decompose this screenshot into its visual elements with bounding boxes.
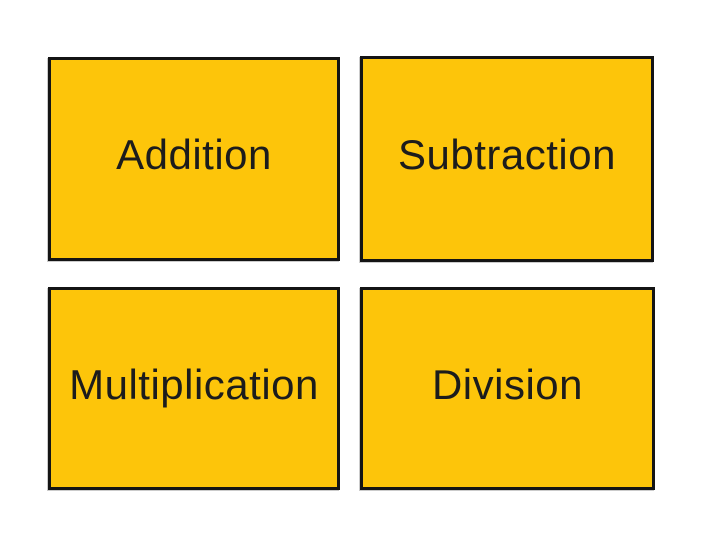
- flashcard-addition-label: Addition: [116, 131, 272, 178]
- flashcard-multiplication: Multiplication: [48, 287, 340, 490]
- flashcard-multiplication-label: Multiplication: [69, 360, 319, 408]
- flashcard-addition: Addition: [48, 57, 340, 261]
- flashcard-subtraction-label: Subtraction: [398, 131, 616, 178]
- flashcard-division-label: Division: [431, 360, 584, 408]
- flashcard-division: Division: [360, 287, 655, 490]
- flashcard-subtraction: Subtraction: [360, 56, 654, 262]
